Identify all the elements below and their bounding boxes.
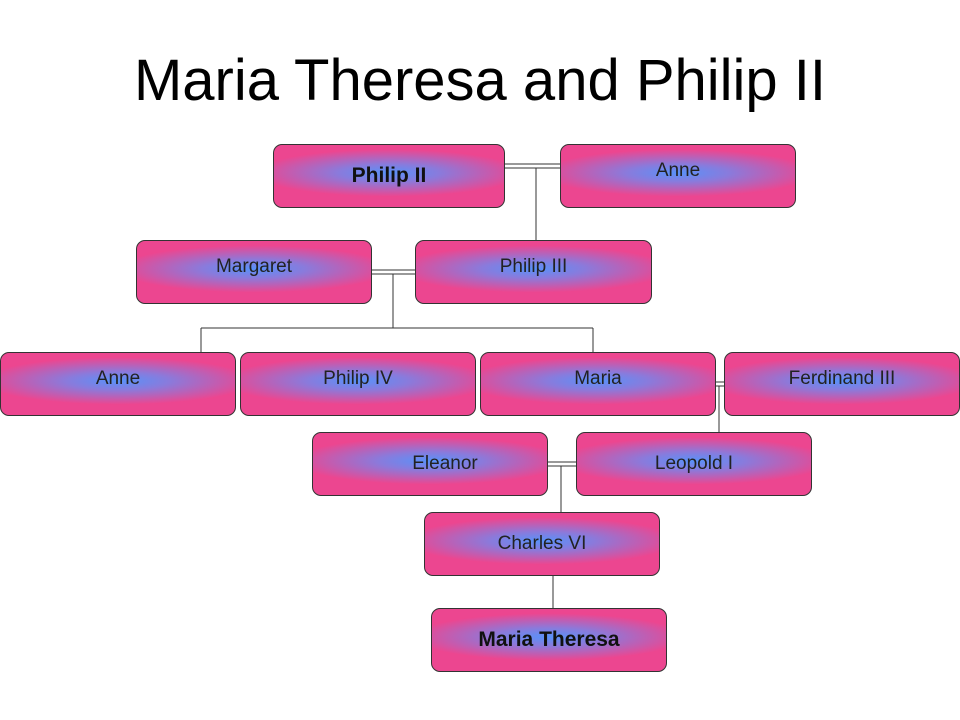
node-ferdinand-iii: Ferdinand III	[724, 352, 960, 416]
node-label: Maria Theresa	[478, 628, 620, 651]
node-label: Maria	[574, 368, 622, 389]
node-label: Anne	[95, 368, 141, 389]
node-margaret: Margaret	[136, 240, 372, 304]
node-maria: Maria	[480, 352, 716, 416]
page-title: Maria Theresa and Philip II	[133, 48, 827, 113]
node-label: Philip IV	[323, 368, 393, 389]
node-charles-vi: Charles VI	[424, 512, 660, 576]
node-philip-iii: Philip III	[415, 240, 652, 304]
node-label: Charles VI	[497, 533, 587, 554]
node-label: Philip III	[499, 256, 568, 277]
node-philip-ii: Philip II	[273, 144, 505, 208]
node-leopold-i: Leopold I	[576, 432, 812, 496]
node-maria-theresa: Maria Theresa	[431, 608, 667, 672]
node-label: Ferdinand III	[788, 368, 896, 389]
node-philip-iv: Philip IV	[240, 352, 476, 416]
node-label: Philip II	[351, 164, 427, 187]
node-anne-spouse: Anne	[560, 144, 796, 208]
node-eleanor: Eleanor	[312, 432, 548, 496]
node-label: Leopold I	[654, 453, 734, 474]
node-anne-child: Anne	[0, 352, 236, 416]
node-label: Margaret	[215, 256, 293, 277]
node-label: Eleanor	[412, 453, 478, 474]
node-label: Anne	[655, 160, 701, 181]
